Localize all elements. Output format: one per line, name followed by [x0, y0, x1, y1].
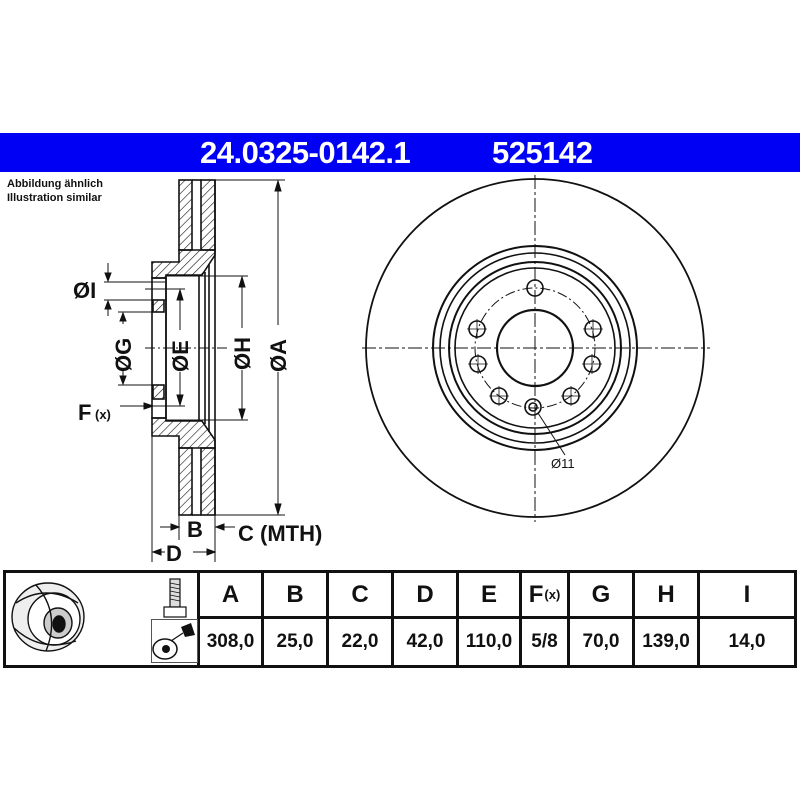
dim-label-c-mth: C (MTH)	[238, 521, 322, 546]
bolt-hole-diameter-label: Ø11	[551, 456, 575, 471]
header-bar: 24.0325-0142.1 525142	[0, 133, 800, 172]
dim-label-f-sub: (x)	[95, 407, 111, 422]
value-h: 139,0	[635, 619, 700, 665]
note-line-english: Illustration similar	[7, 192, 102, 204]
dim-label-dia-g: ØG	[111, 338, 136, 372]
spec-table: A 308,0 B 25,0 C 22,0 D 42,0 E 110,0 F(x…	[3, 570, 797, 668]
column-header-h: H	[635, 573, 700, 619]
technical-drawing: ØI ØG ØE ØH ØA F (x) B C (MTH) D	[73, 175, 710, 566]
column-header-a: A	[200, 573, 264, 619]
value-e: 110,0	[459, 619, 522, 665]
value-b: 25,0	[264, 619, 329, 665]
value-a: 308,0	[200, 619, 264, 665]
column-header-i: I	[700, 573, 794, 619]
illustration-note: Abbildung ähnlich Illustration similar	[7, 177, 103, 205]
dim-label-dia-e: ØE	[168, 340, 193, 372]
bolt-icon	[163, 578, 187, 618]
reference-number: 525142	[492, 135, 593, 170]
side-section-view	[151, 179, 216, 516]
value-f: 5/8	[522, 619, 570, 665]
column-header-f: F(x)	[522, 573, 570, 619]
part-number: 24.0325-0142.1	[200, 135, 411, 170]
column-header-c: C	[329, 573, 394, 619]
dim-label-f: F	[78, 400, 91, 425]
column-header-d: D	[394, 573, 459, 619]
value-i: 14,0	[728, 631, 766, 652]
value-g: 70,0	[570, 619, 635, 665]
screw-hole-icon	[151, 619, 198, 663]
brake-disc-icon	[11, 582, 85, 652]
column-header-f-label: F	[528, 580, 544, 608]
column-header-f-sub: (x)	[544, 587, 561, 602]
dim-label-dia-a: ØA	[266, 339, 291, 372]
side-dimensions	[104, 179, 285, 562]
dim-label-d: D	[166, 541, 182, 566]
dim-label-dia-h: ØH	[230, 337, 255, 370]
column-header-e: E	[459, 573, 522, 619]
dim-label-b: B	[187, 517, 203, 542]
column-header-b: B	[264, 573, 329, 619]
dim-label-dia-i: ØI	[73, 278, 96, 303]
icon-panel	[6, 573, 200, 665]
column-header-g: G	[570, 573, 635, 619]
note-line-german: Abbildung ähnlich	[7, 178, 103, 190]
value-c: 22,0	[329, 619, 394, 665]
value-d: 42,0	[394, 619, 459, 665]
